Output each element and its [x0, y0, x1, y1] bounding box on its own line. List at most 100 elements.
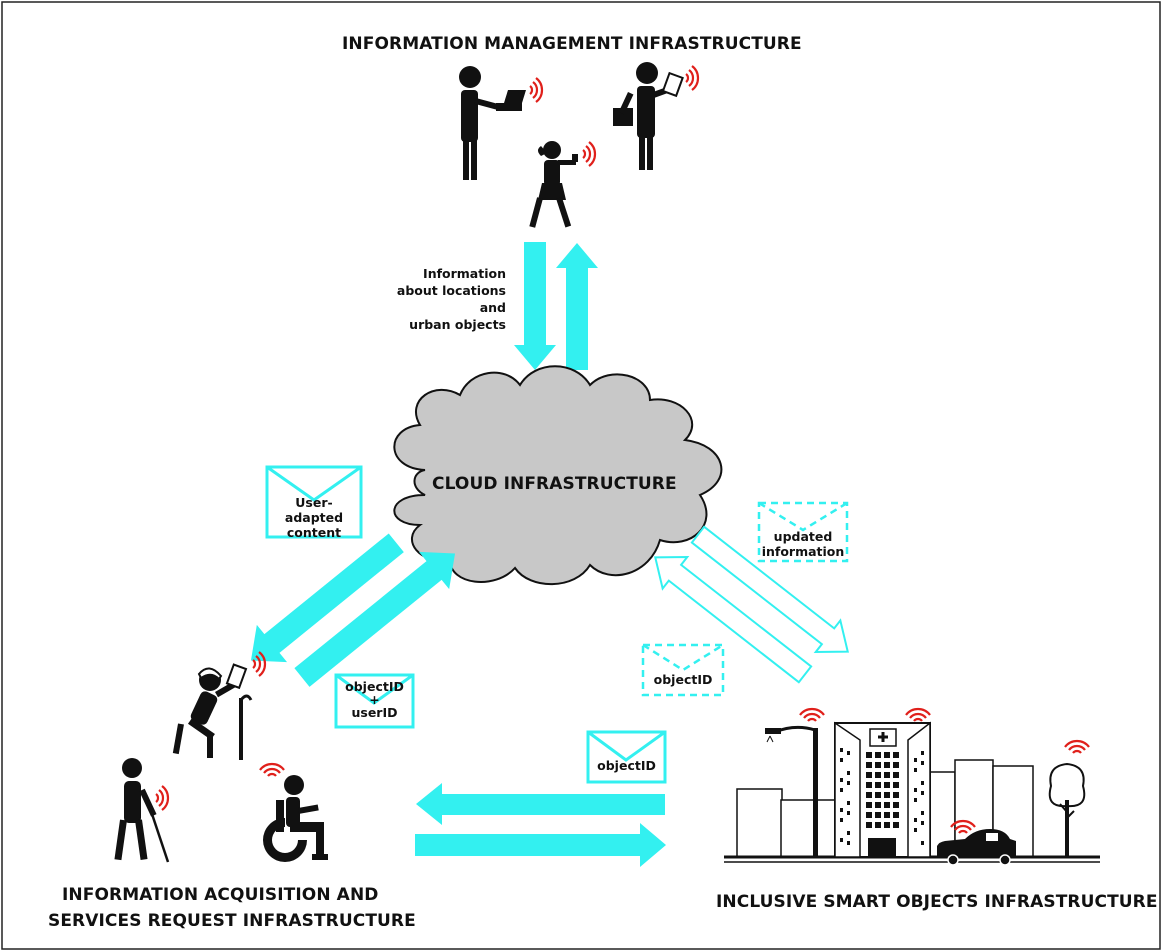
envelope-objectid-dashed: [641, 643, 725, 697]
objectid-userid-line3: userID: [351, 705, 398, 720]
hospital-window: [893, 762, 899, 768]
hospital-window: [866, 762, 872, 768]
hospital-window: [893, 752, 899, 758]
hospital-side-window: [914, 828, 917, 832]
person-tablet-briefcase-icon: [613, 62, 684, 170]
smart-objects-heading: INCLUSIVE SMART OBJECTS INFRASTRUCTURE: [716, 892, 1158, 912]
left-arrow-bottom: [416, 783, 665, 825]
woman-phone-icon: [529, 141, 578, 228]
hospital-side-window: [847, 781, 850, 785]
hospital-side-window: [921, 791, 924, 795]
hospital-window: [884, 762, 890, 768]
right-diagonal-arrow-up: [653, 555, 813, 684]
management-heading: INFORMATION MANAGEMENT INFRASTRUCTURE: [342, 34, 802, 54]
objectid-bottom-label: objectID: [597, 758, 656, 773]
hospital-side-window: [914, 818, 917, 822]
hospital-side-window: [914, 788, 917, 792]
objectid-userid-line1: objectID: [345, 679, 404, 694]
hospital-window: [884, 812, 890, 818]
cloud-shape: [393, 365, 723, 586]
envelope-user-adapted: [265, 465, 363, 539]
acquisition-line2: SERVICES REQUEST INFRASTRUCTURE: [48, 911, 416, 931]
hospital-window: [875, 782, 881, 788]
hospital-side-window: [847, 771, 850, 775]
hospital-side-window: [840, 778, 843, 782]
streetlight-icon: [765, 725, 818, 857]
updated-line1: updated: [773, 529, 833, 544]
hospital-side-window: [840, 838, 843, 842]
hospital-window: [884, 822, 890, 828]
updated-line2: information: [761, 544, 845, 559]
hospital-window: [884, 772, 890, 778]
hospital-window: [884, 752, 890, 758]
hospital-side-window: [847, 841, 850, 845]
envelope-updated-dashed: [757, 501, 849, 563]
right-diagonal-arrow-down: [690, 525, 850, 654]
hospital-side-window: [921, 841, 924, 845]
user-adapted-line2: content: [286, 525, 342, 540]
cloud-heading: CLOUD INFRASTRUCTURE: [432, 474, 677, 494]
hospital-window: [875, 762, 881, 768]
hospital-side-window: [840, 748, 843, 752]
hospital-window: [875, 792, 881, 798]
hospital-window: [866, 772, 872, 778]
hospital-window: [884, 792, 890, 798]
hospital-window: [893, 822, 899, 828]
hospital-side-window: [840, 818, 843, 822]
hospital-window: [893, 782, 899, 788]
wheelchair-user-icon: [263, 775, 328, 862]
hospital-side-window: [921, 821, 924, 825]
hospital-side-window: [921, 811, 924, 815]
hospital-window: [866, 782, 872, 788]
info-flow-label: Information about locations and urban ob…: [384, 265, 506, 333]
objectid-dashed-label: objectID: [653, 672, 713, 687]
hospital-window: [893, 812, 899, 818]
up-arrow: [556, 243, 598, 370]
hospital-window: [875, 802, 881, 808]
user-adapted-line1: User-adapted: [284, 495, 344, 525]
envelope-objectid-userid: [334, 673, 415, 729]
car-icon: [937, 829, 1016, 866]
hospital-side-window: [847, 811, 850, 815]
hospital-side-window: [921, 761, 924, 765]
hospital-window: [866, 752, 872, 758]
info-flow-line2: about locations and: [396, 283, 506, 315]
hospital-side-window: [847, 801, 850, 805]
left-diagonal-arrow-down: [250, 533, 404, 663]
objectid-userid-label: objectID + userID: [336, 680, 413, 719]
hospital-side-window: [847, 831, 850, 835]
hospital-window: [875, 812, 881, 818]
hospital-side-window: [847, 751, 850, 755]
acquisition-heading: INFORMATION ACQUISITION AND SERVICES REQ…: [48, 882, 416, 934]
person-laptop-icon: [459, 66, 526, 180]
hospital-window: [866, 802, 872, 808]
hospital-side-window: [840, 808, 843, 812]
hospital-window: [875, 772, 881, 778]
hospital-window: [866, 792, 872, 798]
hospital-window: [884, 782, 890, 788]
blind-person-cane-icon: [114, 758, 170, 863]
hospital-side-window: [914, 798, 917, 802]
left-diagonal-arrow-up: [294, 551, 456, 687]
hospital-window: [884, 802, 890, 808]
objectid-userid-line2: +: [369, 692, 380, 707]
hospital-window: [893, 772, 899, 778]
hospital-window: [893, 792, 899, 798]
down-arrow: [514, 242, 556, 370]
hospital-window: [866, 812, 872, 818]
hospital-window: [875, 822, 881, 828]
tree-icon: [1048, 762, 1086, 857]
hospital-side-window: [914, 768, 917, 772]
hospital-side-window: [914, 758, 917, 762]
updated-info-label: updated information: [759, 529, 847, 559]
info-flow-line3: urban objects: [409, 317, 506, 332]
hospital-windows: [840, 748, 924, 845]
hospital-side-window: [921, 781, 924, 785]
info-flow-line1: Information: [423, 266, 506, 281]
hospital-side-window: [840, 758, 843, 762]
hospital-window: [866, 822, 872, 828]
acquisition-line1: INFORMATION ACQUISITION AND: [62, 885, 379, 905]
hospital-side-window: [921, 751, 924, 755]
